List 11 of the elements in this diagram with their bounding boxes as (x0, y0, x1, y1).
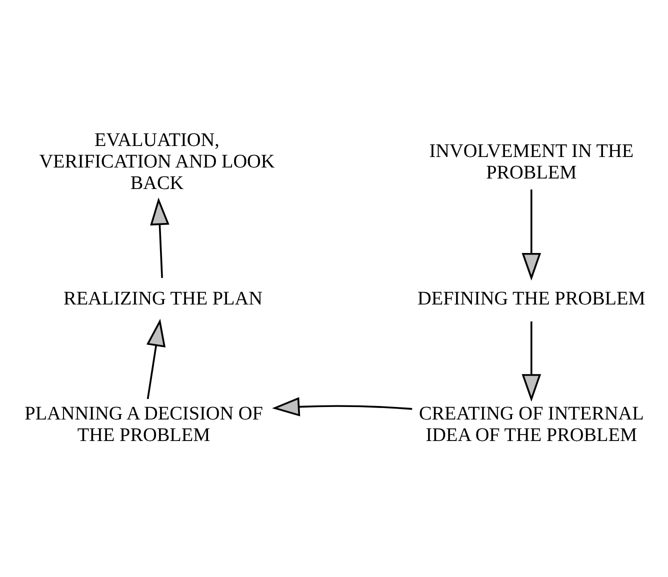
arrow (150, 196, 170, 278)
node-text: INVOLVEMENT IN THE PROBLEM (429, 140, 634, 183)
arrow (522, 320, 542, 402)
node-text: CREATING OF INTERNAL IDEA OF THE PROBLEM (418, 403, 644, 446)
node-text: EVALUATION, VERIFICATION AND LOOK BACK (39, 129, 275, 194)
node-text: PLANNING A DECISION OF THE PROBLEM (24, 403, 263, 446)
node-text: REALIZING THE PLAN (64, 288, 262, 309)
node-text: DEFINING THE PROBLEM (418, 288, 646, 309)
arrow (272, 396, 412, 416)
arrow (522, 188, 542, 280)
arrow (146, 318, 166, 399)
